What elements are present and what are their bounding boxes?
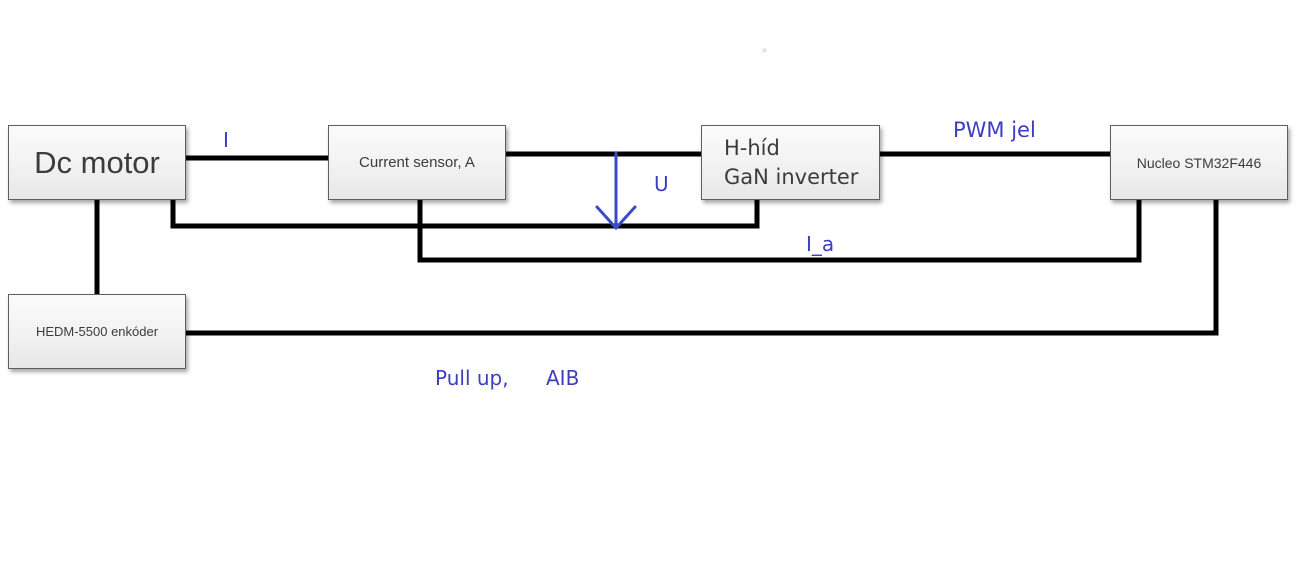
voltage-arrow: [595, 151, 637, 231]
pwm-signal-label: PWM jel: [953, 118, 1036, 142]
phase-current-signal-label: I_a: [806, 232, 835, 256]
stray-dot: [762, 48, 767, 53]
h-bridge-label-line2: GaN inverter: [724, 164, 859, 189]
wire-sensor-to-nucleo: [417, 200, 1142, 263]
dc-motor-block: Dc motor: [8, 125, 186, 200]
nucleo-label: Nucleo STM32F446: [1136, 154, 1262, 171]
dc-motor-label: Dc motor: [34, 144, 160, 180]
aib-label: AIB: [546, 366, 580, 390]
encoder-label: HEDM-5500 enkóder: [35, 324, 159, 339]
pull-up-label: Pull up,: [435, 366, 509, 390]
encoder-block: HEDM-5500 enkóder: [8, 294, 186, 369]
nucleo-block: Nucleo STM32F446: [1110, 125, 1288, 200]
h-bridge-label-line1: H-híd: [724, 135, 780, 160]
voltage-signal-label: U: [654, 172, 669, 196]
current-sensor-label: Current sensor, A: [359, 154, 475, 171]
h-bridge-block: H-híd GaN inverter: [701, 125, 880, 200]
wire-encoder-to-nucleo: [186, 200, 1219, 336]
current-signal-label: I: [223, 128, 229, 152]
wire-motor-return: [170, 200, 760, 229]
current-sensor-block: Current sensor, A: [328, 125, 506, 200]
